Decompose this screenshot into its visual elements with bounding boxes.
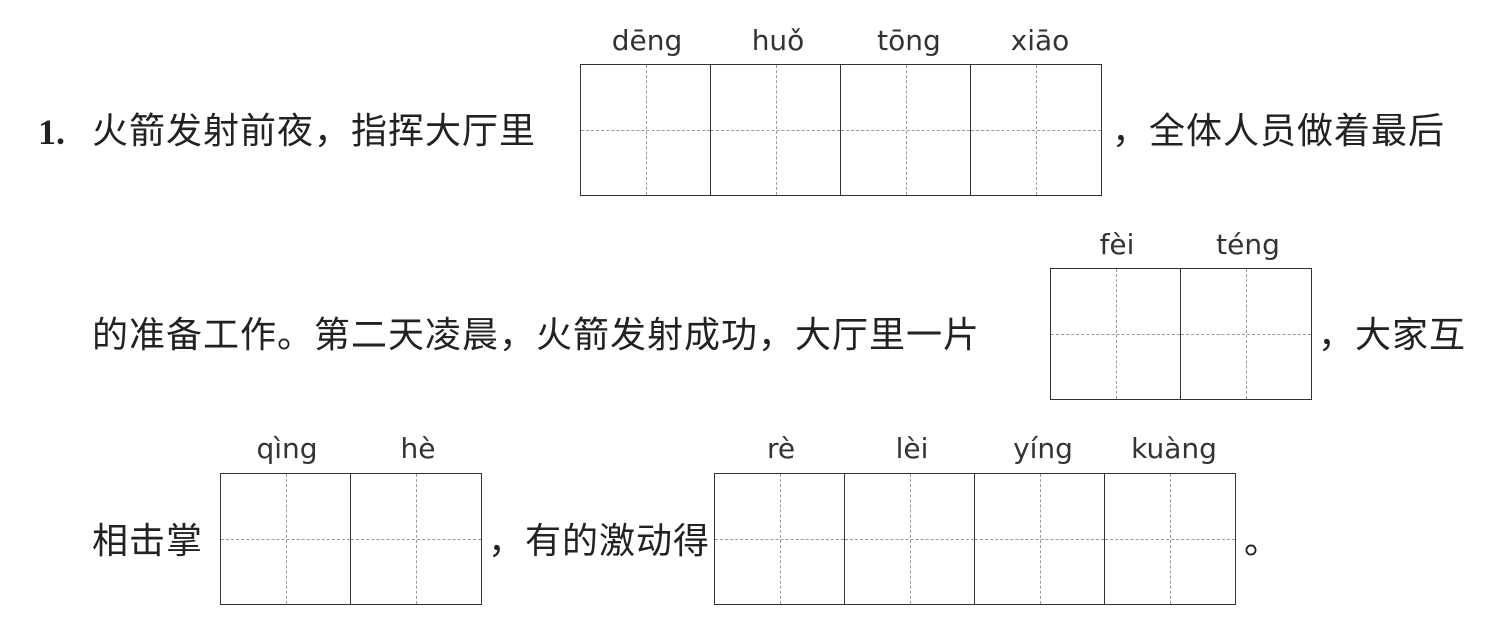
- line3-text-end: 。: [1244, 521, 1282, 562]
- line3-text-mid: ，有的激动得: [488, 521, 711, 562]
- writing-cell[interactable]: [1181, 269, 1311, 399]
- writing-cell[interactable]: [975, 474, 1105, 604]
- pinyin-blank1-1: dēng: [611, 24, 683, 57]
- line2-text-before: 的准备工作。第二天凌晨，火箭发射成功，大厅里一片: [92, 315, 981, 356]
- line1-text-before: 火箭发射前夜，指挥大厅里: [92, 111, 537, 152]
- writing-cell[interactable]: [971, 65, 1101, 195]
- pinyin-blank4-4: kuàng: [1131, 432, 1217, 465]
- line1-text-after: ，全体人员做着最后: [1112, 111, 1446, 152]
- pinyin-blank3-2: hè: [400, 432, 436, 465]
- pinyin-blank3-1: qìng: [256, 432, 318, 465]
- writing-cell[interactable]: [1105, 474, 1235, 604]
- writing-cell[interactable]: [351, 474, 481, 604]
- line2-text-after: ，大家互: [1318, 315, 1467, 356]
- answer-box-group-2[interactable]: [1050, 268, 1312, 400]
- pinyin-blank4-1: rè: [766, 432, 796, 465]
- line3-text-before: 相击掌: [92, 521, 204, 562]
- answer-box-group-4[interactable]: [714, 473, 1236, 605]
- pinyin-blank1-4: xiāo: [1010, 24, 1070, 57]
- answer-box-group-1[interactable]: [580, 64, 1102, 196]
- pinyin-blank2-2: téng: [1216, 228, 1280, 261]
- question-number: 1.: [38, 112, 65, 152]
- writing-cell[interactable]: [711, 65, 841, 195]
- writing-cell[interactable]: [1051, 269, 1181, 399]
- pinyin-blank1-3: tōng: [877, 24, 941, 57]
- pinyin-blank1-2: huǒ: [751, 24, 805, 57]
- writing-cell[interactable]: [845, 474, 975, 604]
- writing-cell[interactable]: [841, 65, 971, 195]
- pinyin-blank4-3: yíng: [1013, 432, 1073, 465]
- writing-cell[interactable]: [581, 65, 711, 195]
- pinyin-blank2-1: fèi: [1099, 228, 1135, 261]
- answer-box-group-3[interactable]: [220, 473, 482, 605]
- writing-cell[interactable]: [221, 474, 351, 604]
- pinyin-blank4-2: lèi: [895, 432, 929, 465]
- writing-cell[interactable]: [715, 474, 845, 604]
